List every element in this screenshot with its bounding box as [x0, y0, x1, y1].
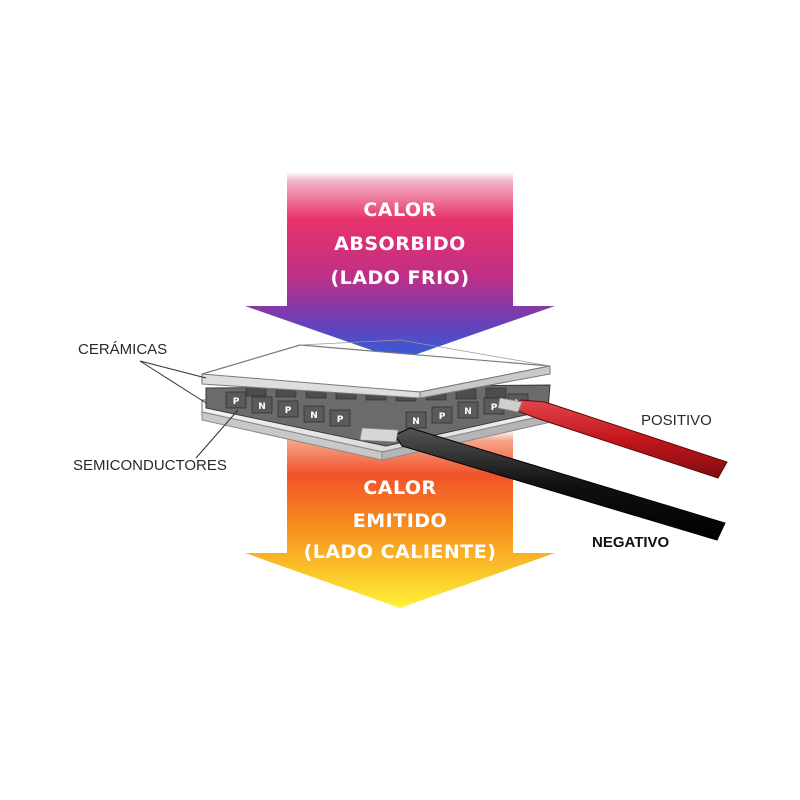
semiconductor-mark: P	[439, 412, 446, 422]
positive-wire	[497, 397, 728, 479]
heat-absorbed-line1: CALOR	[363, 199, 436, 221]
semiconductor-mark: N	[412, 417, 420, 427]
top-ceramic-plate	[201, 339, 551, 399]
semiconductor-mark: P	[337, 415, 344, 425]
heat-emitted-line2: EMITIDO	[353, 510, 447, 532]
heat-absorbed-arrow	[245, 172, 555, 360]
ceramics-label: CERÁMICAS	[78, 341, 167, 358]
semiconductor-mark: N	[258, 402, 266, 412]
heat-absorbed-line2: ABSORBIDO	[334, 233, 466, 255]
semiconductor-mark: N	[310, 411, 318, 421]
semiconductor-block	[405, 411, 427, 429]
semiconductor-block	[457, 401, 479, 419]
semiconductor-block	[251, 396, 273, 414]
semiconductor-block	[303, 405, 325, 423]
heat-absorbed-line3: (LADO FRIO)	[330, 267, 469, 289]
negative-wire	[359, 427, 726, 541]
heat-emitted-arrow	[245, 430, 555, 608]
semiconductor-mark: P	[285, 406, 292, 416]
semiconductor-block	[431, 406, 453, 424]
semiconductor-mark: P	[491, 403, 498, 413]
semiconductor-block	[329, 409, 351, 427]
leader-lines	[139, 360, 239, 459]
negative-label: NEGATIVO	[592, 534, 670, 551]
semiconductor-layer: PNPNPNPNPN	[205, 384, 551, 447]
heat-emitted-line3: (LADO CALIENTE)	[304, 541, 497, 563]
positive-label: POSITIVO	[641, 412, 712, 429]
semiconductor-mark: N	[464, 407, 472, 417]
semiconductor-block	[225, 391, 247, 409]
semiconductors-label: SEMICONDUCTORES	[73, 457, 227, 474]
semiconductor-block	[277, 400, 299, 418]
semiconductor-block-back	[485, 387, 507, 399]
semiconductor-mark: P	[233, 397, 240, 407]
heat-emitted-line1: CALOR	[363, 477, 436, 499]
